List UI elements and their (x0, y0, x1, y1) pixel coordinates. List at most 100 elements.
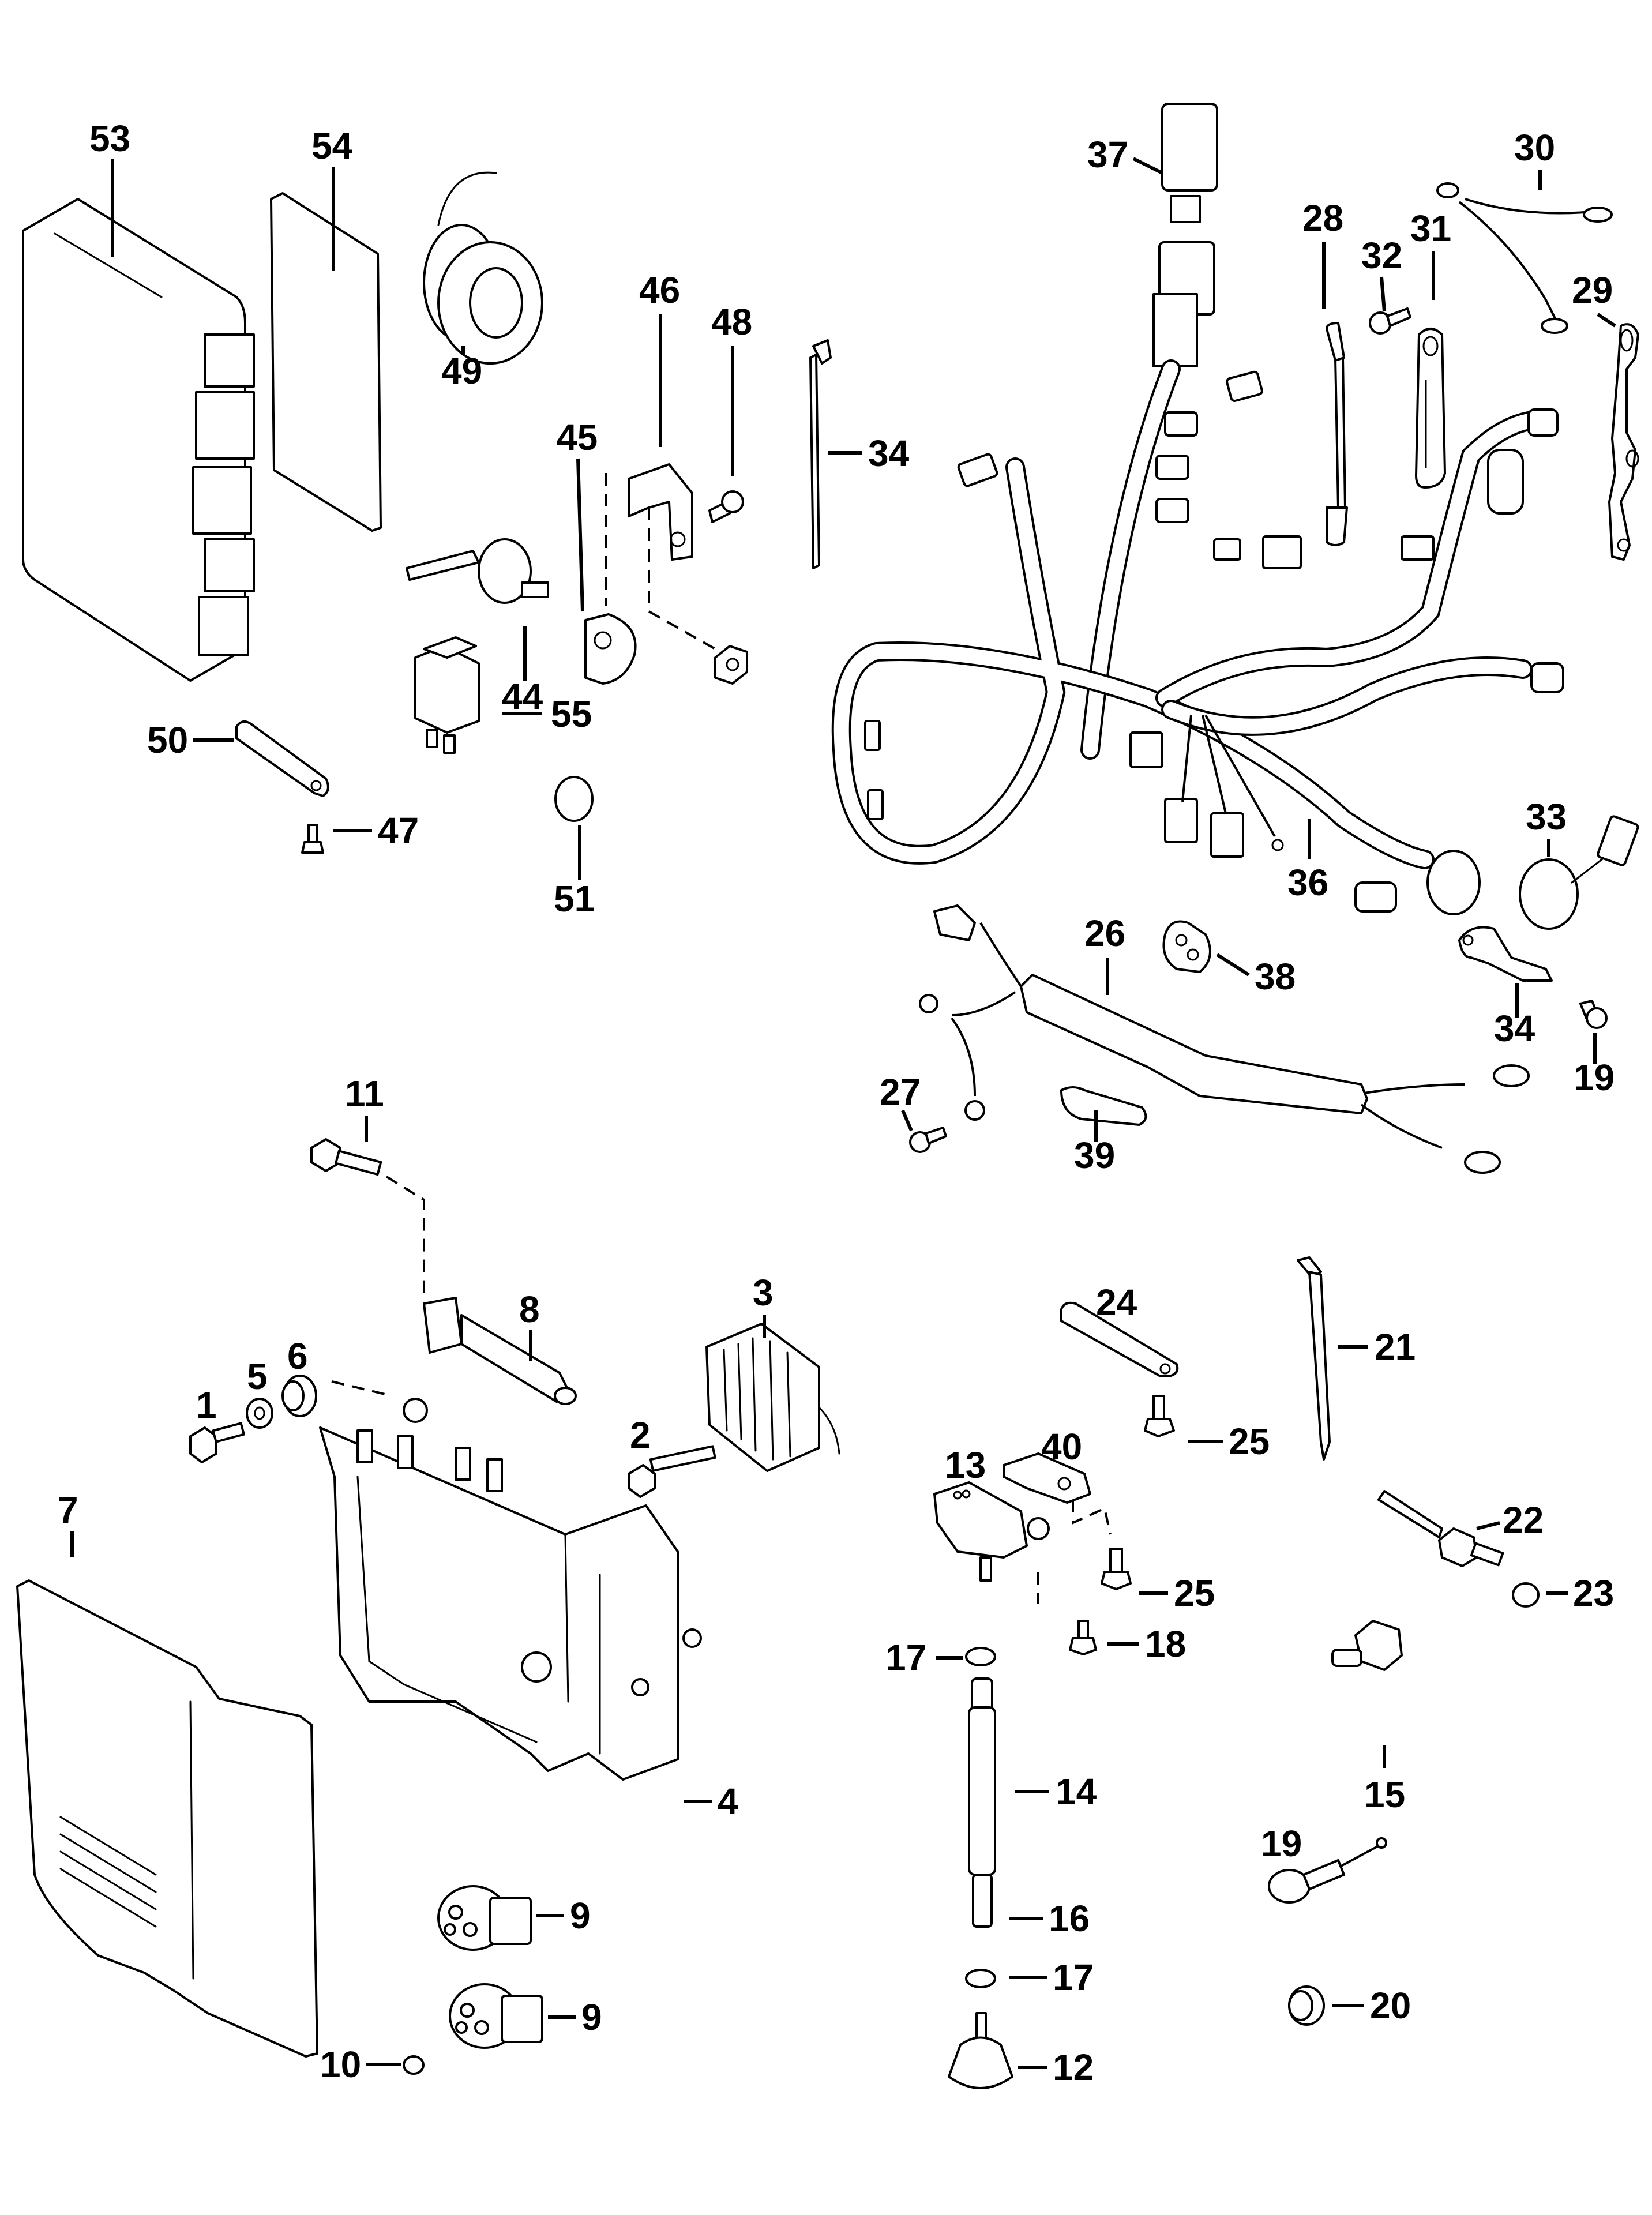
callout-5: 5 (247, 1356, 268, 1397)
leader-dash-6 (331, 1380, 393, 1397)
leader-32 (1380, 276, 1386, 312)
part-40-bracket[interactable] (1003, 1452, 1091, 1504)
part-3-rectifier[interactable] (705, 1323, 840, 1472)
leader-22 (1476, 1521, 1500, 1530)
part-9-relay-lower[interactable] (449, 1983, 543, 2049)
part-17-clamp-lower[interactable] (965, 1969, 996, 1988)
callout-17-upper: 17 (885, 1637, 926, 1679)
callout-7: 7 (58, 1489, 78, 1531)
part-46-bracket[interactable] (628, 463, 693, 561)
part-32-bolt[interactable] (1369, 307, 1411, 335)
part-8-sensor[interactable] (423, 1297, 577, 1405)
part-19-bolt[interactable] (1579, 1000, 1608, 1029)
part-53-ecm-module[interactable] (22, 198, 255, 682)
callout-29: 29 (1572, 269, 1613, 311)
part-17-clamp-upper[interactable] (965, 1647, 996, 1666)
leader-dash-11 (385, 1176, 425, 1298)
callout-33: 33 (1526, 796, 1567, 838)
part-39-protector[interactable] (1060, 1086, 1147, 1126)
callout-36: 36 (1287, 862, 1328, 903)
callout-31: 31 (1410, 208, 1451, 249)
callout-24: 24 (1096, 1282, 1137, 1323)
part-9-relay-upper[interactable] (437, 1885, 532, 1951)
part-21-cable-tie[interactable] (1297, 1256, 1331, 1461)
part-22-sensor[interactable] (1377, 1490, 1504, 1567)
part-36-main-harness[interactable] (831, 359, 1564, 915)
callout-40: 40 (1041, 1426, 1082, 1467)
part-34-clamp[interactable] (1458, 926, 1553, 982)
callout-44: 44 (502, 676, 543, 718)
callout-14: 14 (1056, 1771, 1097, 1812)
leader-38 (1216, 953, 1250, 977)
part-16-hose[interactable] (972, 1874, 993, 1928)
part-26-battery-cable[interactable] (919, 904, 1530, 1174)
part-25-bolt-lower[interactable] (1101, 1548, 1132, 1590)
part-13-pressure-sensor[interactable] (933, 1481, 1050, 1582)
part-47-screw[interactable] (301, 824, 324, 854)
part-10-cap[interactable] (403, 2055, 425, 2075)
callout-45: 45 (557, 416, 598, 458)
leader-37 (1132, 157, 1163, 175)
part-14-hose[interactable] (968, 1677, 996, 1876)
part-27-bolt[interactable] (909, 1127, 947, 1153)
part-31-strap[interactable] (1415, 328, 1446, 489)
part-54-pad[interactable] (270, 192, 382, 532)
part-20-grommet[interactable] (1288, 1985, 1325, 2026)
part-19-temp-sensor[interactable] (1268, 1837, 1387, 1904)
part-5-washer[interactable] (246, 1398, 273, 1429)
part-38-grommet[interactable] (1162, 920, 1211, 973)
callout-50: 50 (147, 719, 188, 761)
part-6-grommet[interactable] (281, 1375, 317, 1417)
callout-27: 27 (880, 1071, 921, 1113)
part-7-cover[interactable] (16, 1579, 318, 2058)
callout-15: 15 (1364, 1774, 1405, 1815)
part-25-bolt-upper[interactable] (1144, 1395, 1175, 1437)
part-37-fuse[interactable] (1152, 103, 1218, 367)
callout-51: 51 (554, 878, 595, 919)
callout-20: 20 (1370, 1985, 1411, 2026)
part-30-ground-wire[interactable] (1436, 182, 1613, 334)
part-49-switch[interactable] (423, 171, 543, 365)
callout-37: 37 (1087, 134, 1128, 175)
part-34-cable-tie[interactable] (809, 339, 832, 569)
part-2-bolt[interactable] (628, 1445, 716, 1498)
part-51-plug[interactable] (554, 776, 594, 822)
callout-16: 16 (1049, 1898, 1090, 1939)
callout-12: 12 (1053, 2047, 1094, 2088)
part-29-ground-strap[interactable] (1608, 323, 1639, 561)
callout-10: 10 (320, 2044, 361, 2085)
callout-34-bottom: 34 (1494, 1008, 1535, 1049)
part-4-bracket[interactable] (319, 1398, 702, 1781)
callout-55: 55 (551, 693, 592, 735)
callout-9-upper: 9 (570, 1895, 591, 1936)
callout-18: 18 (1145, 1623, 1186, 1665)
part-50-strap[interactable] (235, 720, 329, 797)
callout-46: 46 (639, 269, 680, 311)
part-23-o-ring[interactable] (1512, 1582, 1540, 1608)
callout-11: 11 (345, 1073, 384, 1114)
part-18-bolt[interactable] (1069, 1620, 1097, 1655)
callout-22: 22 (1503, 1499, 1544, 1541)
callout-25-lower: 25 (1174, 1572, 1215, 1614)
part-48-bolt[interactable] (708, 490, 744, 523)
part-45-clip[interactable] (584, 613, 637, 685)
callout-13: 13 (945, 1444, 986, 1486)
part-11-bolt[interactable] (310, 1138, 382, 1176)
callout-49: 49 (441, 350, 482, 392)
part-28-lead[interactable] (1326, 322, 1348, 546)
part-33-cap[interactable] (1519, 815, 1639, 930)
callout-9-lower: 9 (581, 1996, 602, 2038)
leader-29 (1597, 313, 1616, 328)
part-1-bolt[interactable] (189, 1422, 245, 1463)
part-44-switch[interactable] (406, 538, 549, 604)
part-24-strap[interactable] (1060, 1301, 1179, 1377)
part-15-knock-sensor[interactable] (1331, 1620, 1403, 1671)
part-12-filter[interactable] (948, 2012, 1013, 2089)
callout-2: 2 (630, 1414, 651, 1456)
part-nut[interactable] (714, 645, 748, 685)
leader-dash-40 (1072, 1500, 1112, 1535)
callout-6: 6 (287, 1335, 308, 1377)
callout-21: 21 (1375, 1326, 1416, 1368)
part-55-relay[interactable] (414, 636, 480, 754)
